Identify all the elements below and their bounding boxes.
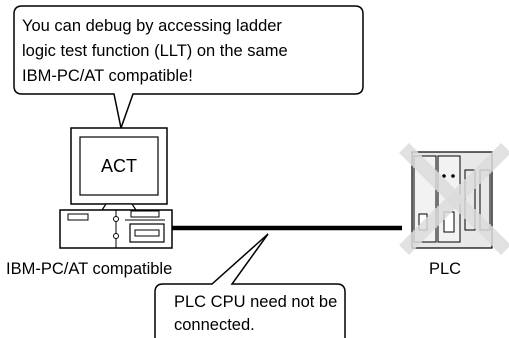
computer-icon: ACT [59,127,173,249]
top-callout-line-1: You can debug by accessing ladder [22,17,282,35]
top-callout-line-2: logic test function (LLT) on the same [22,42,288,60]
top-callout-line-3: IBM-PC/AT compatible! [22,67,193,85]
top-callout-bubble [13,5,364,131]
bottom-callout: PLC CPU need not be connected. [154,233,346,338]
bottom-callout-line-2: connected. [174,316,255,334]
plc-led-2 [451,174,455,178]
drive-slot-left [67,213,89,221]
monitor-screen [79,136,159,196]
power-button [113,216,119,222]
plc-led-1 [442,174,446,178]
top-callout: You can debug by accessing ladder logic … [13,5,364,131]
computer-label: IBM-PC/AT compatible [6,260,172,278]
monitor-screen-text: ACT [101,156,137,176]
plc-icon [399,143,509,255]
plc-label: PLC [429,260,461,278]
plc-cross-mark-2 [399,143,509,255]
monitor-stand [100,203,138,211]
bottom-callout-line-1: PLC CPU need not be [174,293,337,311]
drive-bay-inner [134,229,160,237]
drive-bay-top [130,210,160,218]
reset-button [113,233,119,239]
bottom-callout-bubble [154,233,346,338]
